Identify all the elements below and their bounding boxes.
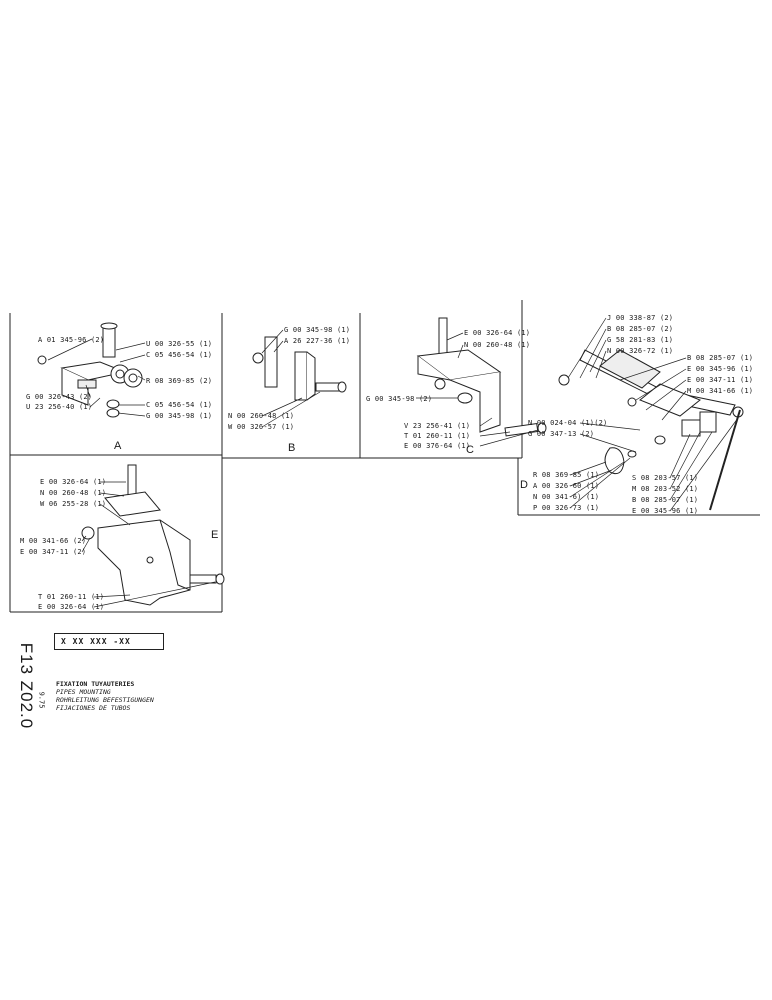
sheet-date-text: 9.75 (37, 691, 46, 709)
part-label: E 00 347-11 (1) (687, 376, 754, 384)
part-label: N 00 260-48 (1) (228, 412, 295, 420)
part-label: B 08 285-07 (2) (607, 325, 674, 333)
sheet-date: 9.75 (37, 686, 53, 716)
part-label: A 01 345-96 (2) (38, 336, 105, 344)
part-label: C 05 456-54 (1) (146, 351, 213, 359)
part-label: G 00 326-43 (2) (26, 393, 93, 401)
part-label: U 23 256-40 (1) (26, 403, 93, 411)
part-label: N 00 260-48 (1) (40, 489, 107, 497)
section-b-parts (252, 336, 347, 401)
part-label: N 00 326-72 (1) (607, 347, 674, 355)
section-e-parts (81, 464, 225, 606)
title-fr: FIXATION TUYAUTERIES (56, 680, 135, 688)
part-label: M 08 203-52 (1) (632, 485, 699, 493)
section-a-parts (37, 322, 143, 418)
section-letter: E (211, 529, 219, 541)
part-label: G 00 347-13 (2) (528, 430, 595, 438)
section-letter: D (520, 479, 528, 491)
part-label: B 08 285-07 (1) (632, 496, 699, 504)
title-de: ROHRLEITUNG BEFESTIGUNGEN (56, 696, 154, 704)
part-label: G 00 345-98 (2) (366, 395, 433, 403)
part-label: E 00 347-11 (2) (20, 548, 87, 556)
part-label: T 01 260-11 (1) (38, 593, 105, 601)
section-letter: B (288, 442, 296, 454)
sheet-titles: FIXATION TUYAUTERIES PIPES MOUNTING ROHR… (56, 680, 154, 712)
part-label: V 23 256-41 (1) (404, 422, 471, 430)
part-label: W 00 326-57 (1) (228, 423, 295, 431)
part-label: N 00 024-04 (1)(2) (528, 419, 608, 427)
part-label: S 08 203-57 (1) (632, 474, 699, 482)
section-a-leaders (47, 338, 146, 417)
part-label: U 00 326-55 (1) (146, 340, 213, 348)
part-label: M 00 341-66 (1) (687, 387, 754, 395)
sheet-reference-text: F13 Z02.0 (17, 642, 36, 730)
part-label: E 00 345-96 (1) (632, 507, 699, 515)
part-label: R 08 369-85 (1) (533, 471, 600, 479)
part-label: T 01 260-11 (1) (404, 432, 471, 440)
section-letter: C (466, 444, 474, 456)
part-label: E 00 345-96 (1) (687, 365, 754, 373)
title-en: PIPES MOUNTING (56, 688, 111, 696)
part-label: E 00 326-64 (1) (464, 329, 531, 337)
part-label: B 08 285-07 (1) (687, 354, 754, 362)
part-label: G 58 281-83 (1) (607, 336, 674, 344)
part-label: J 00 338-87 (2) (607, 314, 674, 322)
part-label: N 00 341-6) (1) (533, 493, 600, 501)
sheet-reference: F13 Z02.0 (14, 636, 38, 740)
section-d-parts (558, 349, 744, 511)
part-label: E 00 376-64 (1) (404, 442, 471, 450)
section-b-leaders (261, 329, 321, 428)
part-label: N 00 260-48 (1) (464, 341, 531, 349)
part-label: W 06 255-28 (1) (40, 500, 107, 508)
part-label: M 00 341-66 (2) (20, 537, 87, 545)
section-letter: A (114, 440, 122, 452)
part-label: A 26 227-36 (1) (284, 337, 351, 345)
part-number-text: X XX XXX -XX (61, 637, 131, 646)
part-label: C 05 456-54 (1) (146, 401, 213, 409)
part-label: A 00 326-60 (1) (533, 482, 600, 490)
part-label: E 00 326-64 (1) (38, 603, 105, 611)
part-label: E 00 326-64 (1) (40, 478, 107, 486)
section-d-leaders (567, 317, 739, 512)
part-number-box: X XX XXX -XX (54, 633, 164, 650)
section-e-leaders (81, 481, 216, 608)
part-label: G 00 345-98 (1) (146, 412, 213, 420)
title-es: FIJACIONES DE TUBOS (56, 704, 131, 712)
part-label: R 08 369-85 (2) (146, 377, 213, 385)
section-c-parts (416, 317, 547, 437)
part-label: G 00 345-98 (1) (284, 326, 351, 334)
section-c-leaders (416, 332, 539, 447)
part-label: P 00 326-73 (1) (533, 504, 600, 512)
